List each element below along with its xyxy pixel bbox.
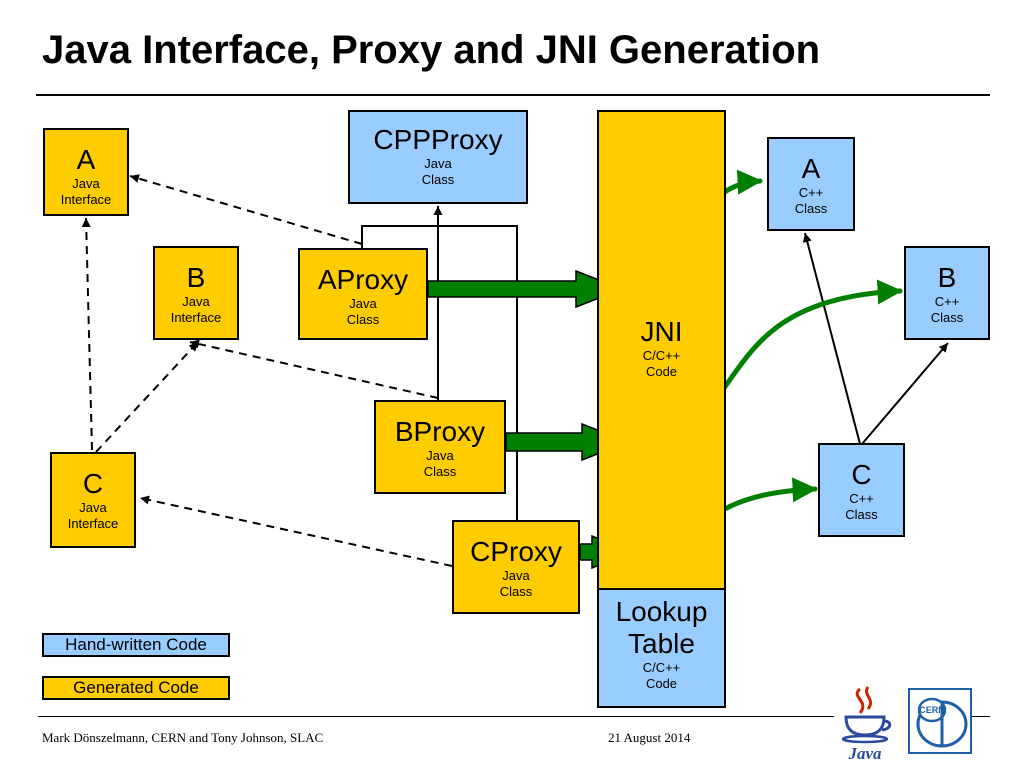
b-java-interface: B Java Interface (153, 246, 239, 340)
c-java-interface: C Java Interface (50, 452, 136, 548)
lookup-name: Lookup Table (615, 596, 708, 659)
slide-title: Java Interface, Proxy and JNI Generation (42, 28, 821, 72)
b-cpp-sub: C++ Class (930, 294, 964, 325)
cern-logo-icon: CERN (908, 688, 972, 754)
java-logo-icon: Java (841, 686, 892, 763)
c-cpp-class: C C++ Class (818, 443, 905, 537)
a-cpp-class: A C++ Class (767, 137, 855, 231)
dashed-cproxy-to-c-interface (139, 495, 453, 567)
aproxy-name: AProxy (317, 264, 409, 295)
footer-authors: Mark Dönszelmann, CERN and Tony Johnson,… (42, 730, 324, 745)
arrow-aproxy-to-jni (427, 269, 625, 309)
aproxy-extends-cppproxy (361, 225, 518, 520)
jni-name: JNI (640, 316, 683, 347)
dashed-c-to-a-interface (81, 217, 93, 451)
c-cpp-inherits-b-cpp (861, 342, 949, 445)
legend-handwritten: Hand-written Code (42, 633, 230, 657)
a-cpp-name: A (801, 153, 821, 184)
bproxy-java-class: BProxy Java Class (374, 400, 506, 494)
cern-logo-text: CERN (919, 705, 945, 715)
a-java-interface: A Java Interface (43, 128, 129, 216)
cppproxy-name: CPPProxy (373, 124, 503, 155)
aproxy-java-class: AProxy Java Class (298, 248, 428, 340)
cproxy-sub: Java Class (499, 568, 533, 599)
b-interface-sub: Java Interface (170, 294, 222, 325)
jni-code-block: JNI C/C++ Code (597, 110, 726, 590)
footer-divider (38, 716, 834, 717)
lookup-sub: C/C++ Code (642, 660, 681, 691)
legend-generated: Generated Code (42, 676, 230, 700)
cproxy-name: CProxy (470, 536, 562, 567)
c-interface-sub: Java Interface (67, 500, 119, 531)
bproxy-name: BProxy (394, 416, 486, 447)
dashed-bproxy-to-b-interface (189, 339, 439, 399)
c-cpp-sub: C++ Class (845, 491, 878, 522)
cppproxy-sub: Java Class (421, 156, 455, 187)
cppproxy-java-class: CPPProxy Java Class (348, 110, 528, 204)
a-cpp-sub: C++ Class (794, 185, 828, 216)
footer-date: 21 August 2014 (608, 730, 691, 745)
c-interface-name: C (82, 468, 104, 499)
dashed-c-to-b-interface (95, 341, 199, 453)
lookup-table-block: Lookup Table C/C++ Code (597, 588, 726, 708)
b-cpp-name: B (937, 262, 957, 293)
java-logo-text: Java (847, 744, 882, 763)
bproxy-sub: Java Class (423, 448, 457, 479)
footer-divider-right (972, 716, 990, 717)
b-cpp-class: B C++ Class (904, 246, 990, 340)
cproxy-java-class: CProxy Java Class (452, 520, 580, 614)
title-divider (36, 94, 990, 96)
aproxy-sub: Java Class (346, 296, 380, 327)
a-interface-name: A (76, 144, 96, 175)
jni-sub: C/C++ Code (642, 348, 681, 379)
c-cpp-inherits-a-cpp (802, 232, 861, 445)
a-interface-sub: Java Interface (60, 176, 112, 207)
c-cpp-name: C (851, 459, 872, 490)
b-interface-name: B (186, 262, 206, 293)
dashed-aproxy-to-a-interface (129, 174, 363, 245)
